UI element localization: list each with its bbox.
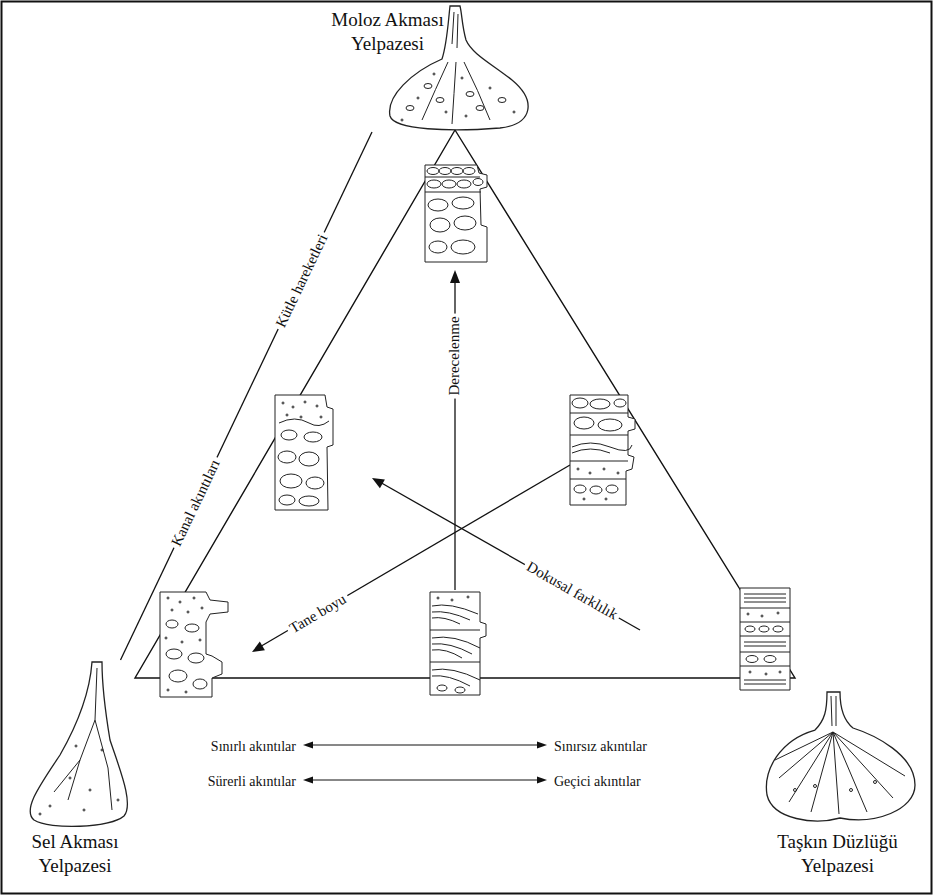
- fan-illustration: [10, 660, 140, 830]
- flow-label: Sınırlı akıntılar: [208, 739, 299, 755]
- fan-title: Moloz Akması Yelpazesi: [330, 8, 445, 56]
- fan-illustration: [755, 690, 920, 830]
- fan-node: Sel Akması Yelpazesi: [10, 660, 140, 885]
- fan-title: Sel Akması Yelpazesi: [10, 830, 140, 878]
- axis-label: Tane boyu: [284, 589, 352, 639]
- connector-line: [121, 132, 373, 660]
- section-log: [425, 165, 487, 262]
- flow-label: Sınırsız akıntılar: [551, 739, 650, 755]
- section-log: [740, 588, 790, 690]
- fan-node: Taşkın Düzlüğü Yelpazesi: [755, 690, 920, 885]
- arrow-head: [537, 777, 547, 784]
- double-arrow: [308, 745, 542, 746]
- section-log: [275, 395, 333, 510]
- axis-label: Dokusal farklılık: [521, 557, 623, 625]
- arrow-head: [303, 777, 313, 784]
- flow-label: Sürerli akıntılar: [205, 774, 299, 790]
- section-log: [160, 592, 228, 697]
- axis-label: Kütle hareketleri: [271, 229, 333, 333]
- arrow-head: [537, 742, 547, 749]
- axis-label: Derecelenme: [446, 313, 463, 398]
- section-log: [430, 592, 486, 695]
- fan-node: Moloz Akması Yelpazesi: [330, 4, 540, 132]
- double-arrow: [308, 780, 542, 781]
- arrow-head: [450, 270, 460, 283]
- arrow-head: [252, 642, 265, 652]
- arrow-head: [372, 478, 385, 488]
- section-log: [570, 395, 635, 505]
- fan-title: Taşkın Düzlüğü Yelpazesi: [755, 830, 920, 878]
- flow-label: Geçici akıntılar: [551, 774, 644, 790]
- axis-label: Kanal akıntıları: [167, 454, 225, 551]
- arrow-head: [303, 742, 313, 749]
